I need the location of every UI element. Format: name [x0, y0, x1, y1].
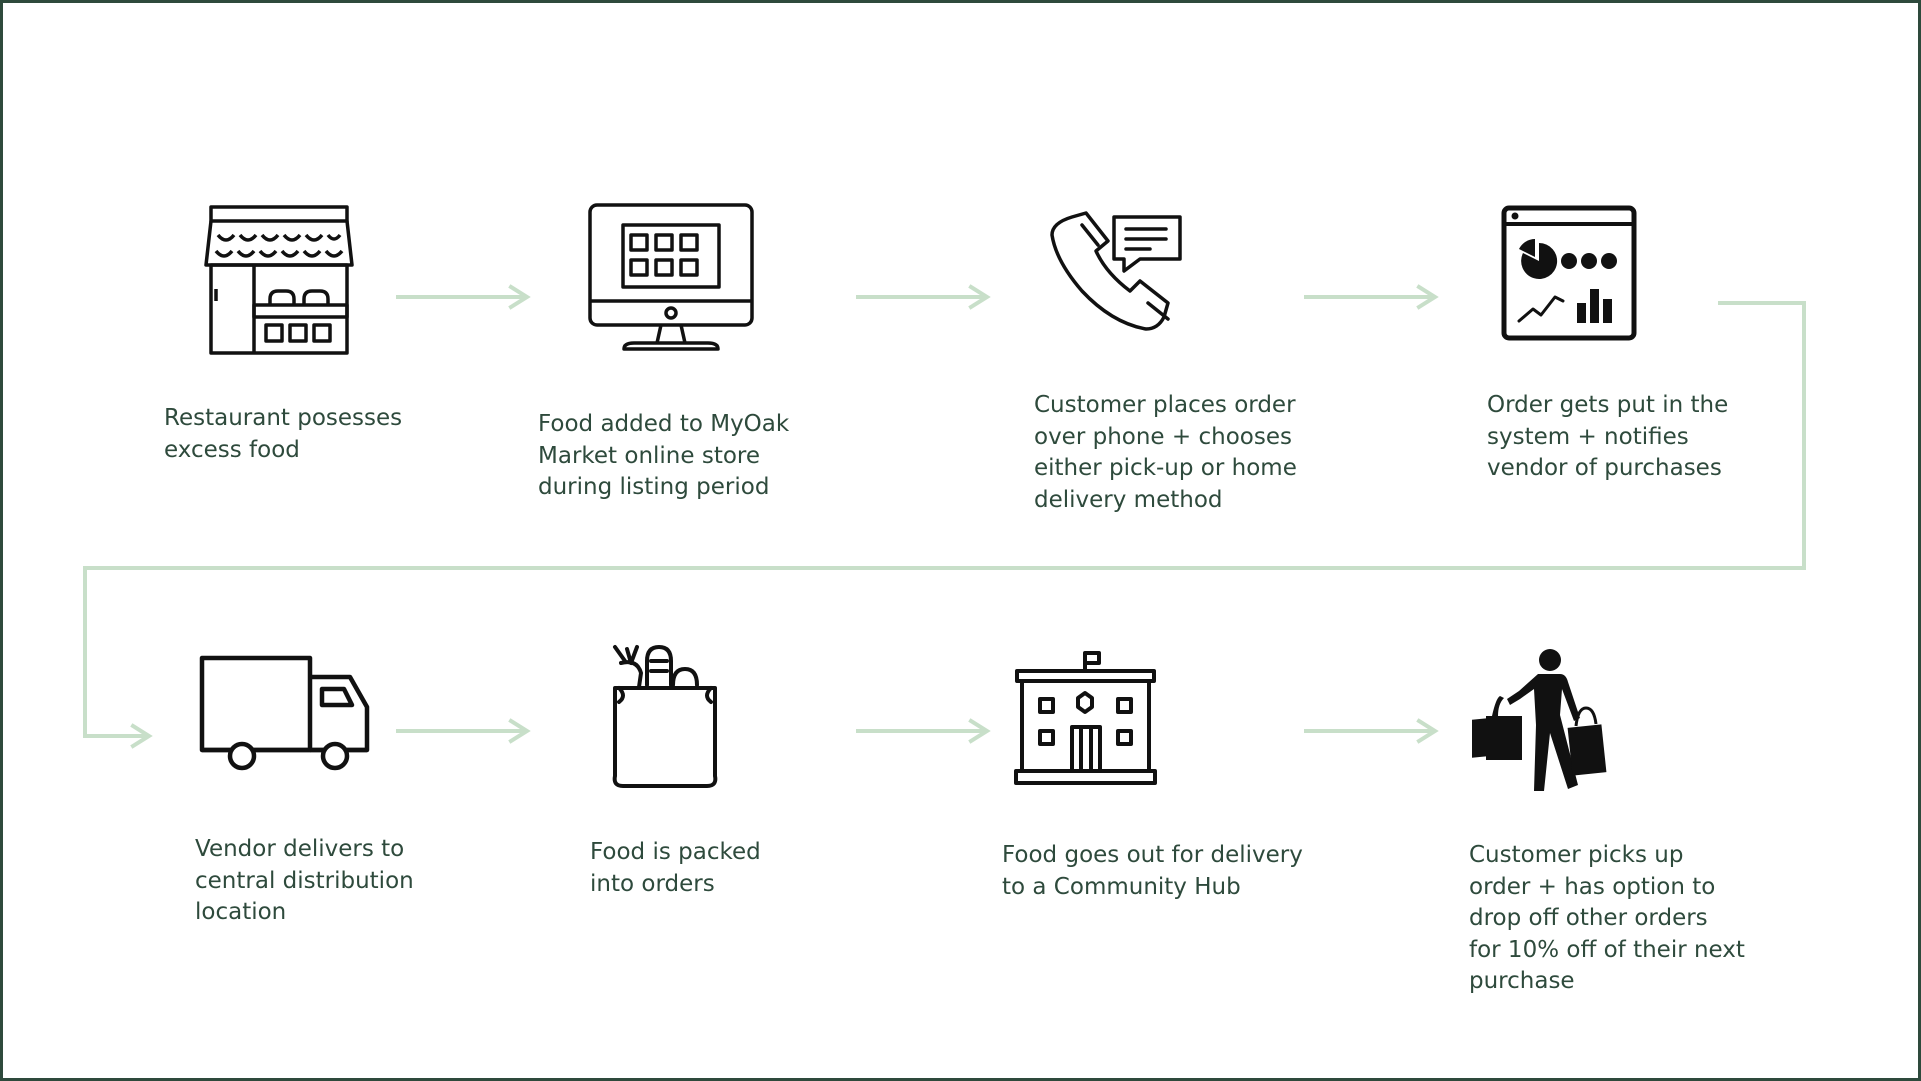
step-8-label: Customer picks up order + has option to …	[1469, 842, 1745, 994]
arrow-step7-to-step8	[1304, 718, 1439, 744]
community-building-icon	[1014, 651, 1157, 786]
step-5-label: Vendor delivers to central distribution …	[195, 836, 414, 925]
step-3-label: Customer places order over phone + choos…	[1034, 392, 1297, 513]
flow-connectors	[83, 284, 1806, 749]
step-6-label: Food is packed into orders	[590, 839, 761, 897]
dashboard-analytics-icon	[1501, 205, 1637, 341]
storefront-icon	[203, 205, 355, 357]
arrow-step3-to-step4	[1304, 284, 1439, 310]
arrow-step4-to-step5	[83, 301, 1806, 749]
phone-chat-icon	[1050, 211, 1183, 333]
step-4-label: Order gets put in the system + notifies …	[1487, 392, 1729, 481]
step-7-label: Food goes out for delivery to a Communit…	[1002, 842, 1303, 900]
arrow-step5-to-step6	[396, 718, 531, 744]
delivery-truck-icon	[199, 655, 370, 771]
step-1-label: Restaurant posesses excess food	[164, 405, 403, 463]
desktop-monitor-icon	[588, 203, 754, 353]
step-2-label: Food added to MyOak Market online store …	[538, 411, 790, 500]
arrow-step2-to-step3	[856, 284, 991, 310]
arrow-step6-to-step7	[856, 718, 991, 744]
grocery-bag-icon	[607, 645, 722, 789]
shopper-bags-icon	[1470, 648, 1610, 791]
arrow-step1-to-step2	[396, 284, 531, 310]
